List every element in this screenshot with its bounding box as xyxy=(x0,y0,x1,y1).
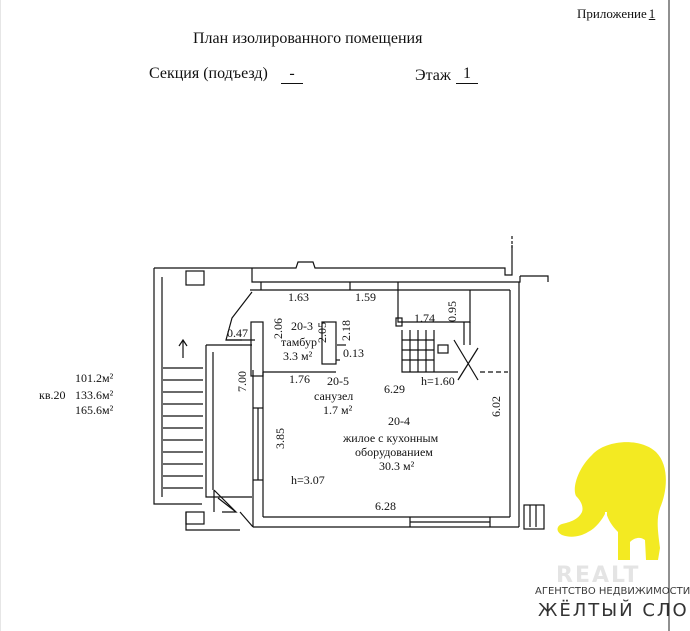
floor-label: Этаж xyxy=(415,67,451,84)
apartment-area-3: 165.6м² xyxy=(75,403,114,417)
appendix-label-text: Приложение xyxy=(577,6,647,21)
agency-label: АГЕНТСТВО НЕДВИЖИМОСТИ xyxy=(535,586,690,597)
apartment-label: кв.20 xyxy=(39,388,66,402)
plan-title: План изолированного помещения xyxy=(193,30,423,47)
room-20-5-name: санузел xyxy=(314,389,354,403)
appendix-number: 1 xyxy=(648,6,656,21)
dim-0-13: 0.13 xyxy=(343,346,364,360)
realt-watermark: REALT xyxy=(556,563,641,588)
dim-1-63: 1.63 xyxy=(288,290,309,304)
room-20-4-name-line1: жилое с кухонным xyxy=(343,431,439,445)
room-20-4-area: 30.3 м² xyxy=(379,459,415,473)
room-20-5-id: 20-5 xyxy=(327,374,349,388)
brand-name: ЖЁЛТЫЙ СЛОН xyxy=(538,600,690,621)
apartment-area-2: 133.6м² xyxy=(75,388,114,402)
height-1-60: h=1.60 xyxy=(421,374,455,388)
dim-6-29: 6.29 xyxy=(384,382,405,396)
dim-1-76: 1.76 xyxy=(289,372,310,386)
room-20-4-id: 20-4 xyxy=(388,414,410,428)
room-20-4-name-line2: оборудованием xyxy=(355,445,433,459)
room-20-3-name: тамбур xyxy=(281,335,317,349)
room-20-3-area: 3.3 м² xyxy=(283,349,313,363)
section-label: Секция (подъезд) xyxy=(149,65,268,82)
section-value: - xyxy=(281,66,303,84)
height-3-07: h=3.07 xyxy=(291,473,325,487)
floor-value: 1 xyxy=(456,66,478,84)
dim-1-59: 1.59 xyxy=(355,290,376,304)
room-20-3-id: 20-3 xyxy=(291,319,313,333)
walls xyxy=(153,236,549,531)
dim-6-28: 6.28 xyxy=(375,499,396,513)
dim-1-74: 1.74 xyxy=(414,311,435,325)
dim-0-47: 0.47 xyxy=(227,326,248,340)
apartment-area-1: 101.2м² xyxy=(75,371,114,385)
room-20-5-area: 1.7 м² xyxy=(323,403,353,417)
